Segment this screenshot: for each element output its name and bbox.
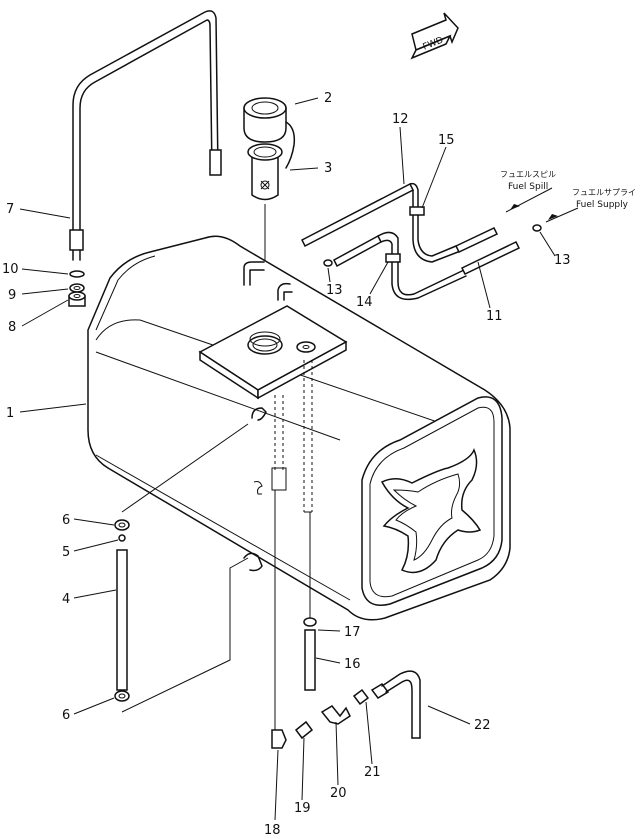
fuel-spill-jp-label: フュエルスピル bbox=[500, 170, 556, 179]
part-3-strainer bbox=[247, 143, 283, 201]
callout-13-right: 13 bbox=[554, 253, 571, 268]
callout-17: 17 bbox=[344, 625, 361, 640]
callout-22: 22 bbox=[474, 718, 491, 733]
callout-3: 3 bbox=[324, 161, 332, 176]
flow-arrows bbox=[505, 187, 579, 223]
fuel-supply-label: Fuel Supply bbox=[576, 200, 629, 210]
callout-18: 18 bbox=[264, 823, 281, 838]
callout-16: 16 bbox=[344, 657, 361, 672]
fuel-spill-label: Fuel Spill bbox=[508, 182, 548, 192]
part-13-fittings bbox=[323, 224, 542, 267]
callout-20: 20 bbox=[330, 786, 347, 801]
part-12-hose-end bbox=[454, 227, 499, 253]
part-12-hose bbox=[300, 182, 459, 263]
callout-9: 9 bbox=[8, 288, 16, 303]
part-11-hose-end bbox=[460, 241, 521, 275]
part-1-fuel-tank bbox=[87, 235, 511, 621]
callout-11: 11 bbox=[486, 309, 503, 324]
leader-lines bbox=[19, 97, 556, 821]
callout-1: 1 bbox=[6, 406, 14, 421]
callout-19: 19 bbox=[294, 801, 311, 816]
callout-15: 15 bbox=[438, 133, 455, 148]
callout-4: 4 bbox=[62, 592, 70, 607]
callout-7: 7 bbox=[6, 202, 14, 217]
callout-5: 5 bbox=[62, 545, 70, 560]
parts-8-9-10-washers-nut bbox=[68, 270, 86, 307]
callout-13-left: 13 bbox=[326, 283, 343, 298]
fwd-arrow: FWD bbox=[410, 12, 459, 60]
callout-2: 2 bbox=[324, 91, 332, 106]
callout-14: 14 bbox=[356, 295, 373, 310]
callout-10: 10 bbox=[2, 262, 19, 277]
callout-12: 12 bbox=[392, 112, 409, 127]
callout-6-top: 6 bbox=[62, 513, 70, 528]
part-4-5-6-hose-assembly bbox=[114, 423, 249, 713]
fuel-supply-jp-label: フュエルサプライ bbox=[572, 188, 636, 197]
callout-21: 21 bbox=[364, 765, 381, 780]
part-2-filler-cap bbox=[243, 97, 296, 169]
part-11-14-hose bbox=[333, 231, 467, 301]
callout-8: 8 bbox=[8, 320, 16, 335]
callout-6-bottom: 6 bbox=[62, 708, 70, 723]
part-16-17-drain-hose bbox=[303, 617, 317, 691]
part-7-bent-tube bbox=[69, 10, 222, 261]
part-18-22-drain-fittings bbox=[271, 490, 421, 749]
